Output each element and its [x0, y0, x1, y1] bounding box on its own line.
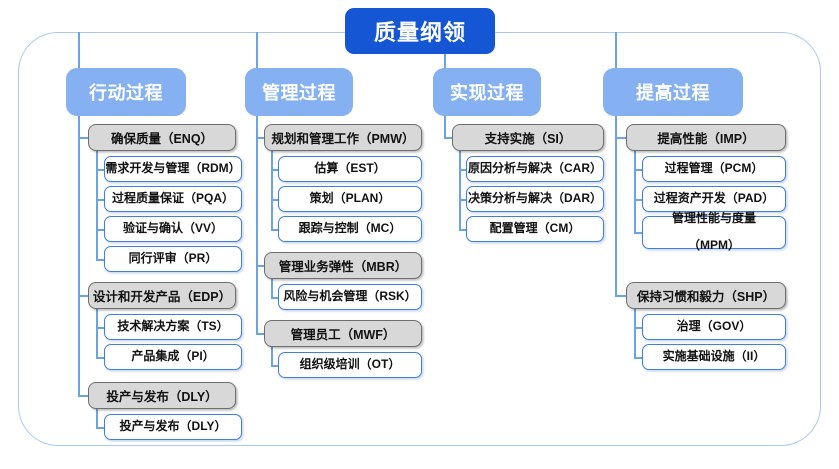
root-node-title: 质量纲领 — [345, 8, 495, 54]
group-node-imp[interactable]: 提高性能（IMP） — [626, 124, 786, 151]
group-branch-edp — [78, 295, 88, 297]
group-subtrunk-enq — [96, 151, 98, 259]
leaf-node-si-0[interactable]: 原因分析与解决（CAR） — [466, 156, 604, 182]
column-trunk-action-process — [78, 116, 80, 395]
group-branch-pmw — [256, 137, 264, 139]
column-trunk-management-process — [256, 116, 258, 333]
leaf-node-mwf-0[interactable]: 组织级培训（OT） — [278, 352, 422, 378]
group-branch-mbr — [256, 265, 264, 267]
column-trunk-implementation-process — [444, 116, 446, 137]
leaf-node-enq-3[interactable]: 同行评审（PR） — [104, 246, 242, 272]
column-header-improvement-process[interactable]: 提高过程 — [603, 68, 743, 116]
leaf-branch-edp-0 — [96, 327, 104, 329]
group-branch-imp — [615, 137, 626, 139]
group-branch-si — [444, 137, 452, 139]
group-subtrunk-shp — [634, 309, 636, 357]
leaf-branch-si-2 — [459, 229, 466, 231]
group-node-pmw[interactable]: 规划和管理工作（PMW） — [264, 124, 422, 151]
group-node-dly[interactable]: 投产与发布（DLY） — [88, 382, 236, 409]
group-branch-mwf — [256, 333, 264, 335]
group-subtrunk-si — [459, 151, 461, 229]
group-branch-enq — [78, 137, 88, 139]
leaf-branch-shp-1 — [634, 357, 642, 359]
leaf-branch-enq-3 — [96, 259, 104, 261]
group-subtrunk-pmw — [271, 151, 273, 229]
leaf-node-imp-0[interactable]: 过程管理（PCM） — [642, 156, 786, 182]
column-header-implementation-process[interactable]: 实现过程 — [433, 68, 541, 116]
leaf-branch-mwf-0 — [271, 365, 278, 367]
column-stem-management-process — [256, 32, 258, 68]
leaf-node-pmw-1[interactable]: 策划（PLAN） — [278, 186, 422, 212]
leaf-branch-imp-0 — [634, 169, 642, 171]
group-subtrunk-mwf — [271, 347, 273, 365]
leaf-node-mbr-0[interactable]: 风险与机会管理（RSK） — [278, 284, 422, 310]
leaf-node-enq-0[interactable]: 需求开发与管理（RDM） — [104, 156, 242, 182]
column-header-action-process[interactable]: 行动过程 — [66, 68, 186, 116]
leaf-node-shp-1[interactable]: 实施基础设施（II） — [642, 344, 786, 370]
leaf-node-imp-2[interactable]: 管理性能与度量（MPM） — [642, 211, 786, 252]
group-node-edp[interactable]: 设计和开发产品（EDP） — [88, 282, 236, 309]
group-subtrunk-dly — [96, 409, 98, 427]
group-subtrunk-imp — [634, 151, 636, 232]
group-node-shp[interactable]: 保持习惯和毅力（SHP） — [626, 282, 786, 309]
column-stem-action-process — [78, 32, 80, 68]
leaf-node-pmw-0[interactable]: 估算（EST） — [278, 156, 422, 182]
group-node-si[interactable]: 支持实施（SI） — [452, 124, 604, 151]
leaf-node-enq-2[interactable]: 验证与确认（VV） — [104, 216, 242, 242]
column-stem-improvement-process — [615, 32, 617, 68]
column-header-management-process[interactable]: 管理过程 — [245, 68, 353, 116]
leaf-node-enq-1[interactable]: 过程质量保证（PQA） — [104, 186, 242, 212]
leaf-branch-enq-1 — [96, 199, 104, 201]
leaf-branch-enq-2 — [96, 229, 104, 231]
group-node-enq[interactable]: 确保质量（ENQ） — [88, 124, 236, 151]
leaf-branch-pmw-0 — [271, 169, 278, 171]
leaf-node-imp-1[interactable]: 过程资产开发（PAD） — [642, 186, 786, 212]
group-subtrunk-mbr — [271, 279, 273, 297]
leaf-node-edp-1[interactable]: 产品集成（PI） — [104, 344, 242, 370]
leaf-node-pmw-2[interactable]: 跟踪与控制（MC） — [278, 216, 422, 242]
leaf-node-edp-0[interactable]: 技术解决方案（TS） — [104, 314, 242, 340]
leaf-branch-enq-0 — [96, 169, 104, 171]
leaf-branch-edp-1 — [96, 357, 104, 359]
group-branch-dly — [78, 395, 88, 397]
group-node-mbr[interactable]: 管理业务弹性（MBR） — [264, 252, 422, 279]
group-node-mwf[interactable]: 管理员工（MWF） — [264, 320, 422, 347]
column-trunk-improvement-process — [615, 116, 617, 295]
leaf-node-dly-0[interactable]: 投产与发布（DLY） — [104, 414, 242, 440]
leaf-node-si-1[interactable]: 决策分析与解决（DAR） — [466, 186, 604, 212]
leaf-branch-si-1 — [459, 199, 466, 201]
leaf-branch-pmw-1 — [271, 199, 278, 201]
leaf-branch-shp-0 — [634, 327, 642, 329]
leaf-branch-dly-0 — [96, 427, 104, 429]
leaf-branch-si-0 — [459, 169, 466, 171]
leaf-node-shp-0[interactable]: 治理（GOV） — [642, 314, 786, 340]
group-subtrunk-edp — [96, 309, 98, 357]
leaf-node-si-2[interactable]: 配置管理（CM） — [466, 216, 604, 242]
group-branch-shp — [615, 295, 626, 297]
leaf-branch-mbr-0 — [271, 297, 278, 299]
leaf-branch-imp-2 — [634, 232, 642, 234]
leaf-branch-pmw-2 — [271, 229, 278, 231]
leaf-branch-imp-1 — [634, 199, 642, 201]
